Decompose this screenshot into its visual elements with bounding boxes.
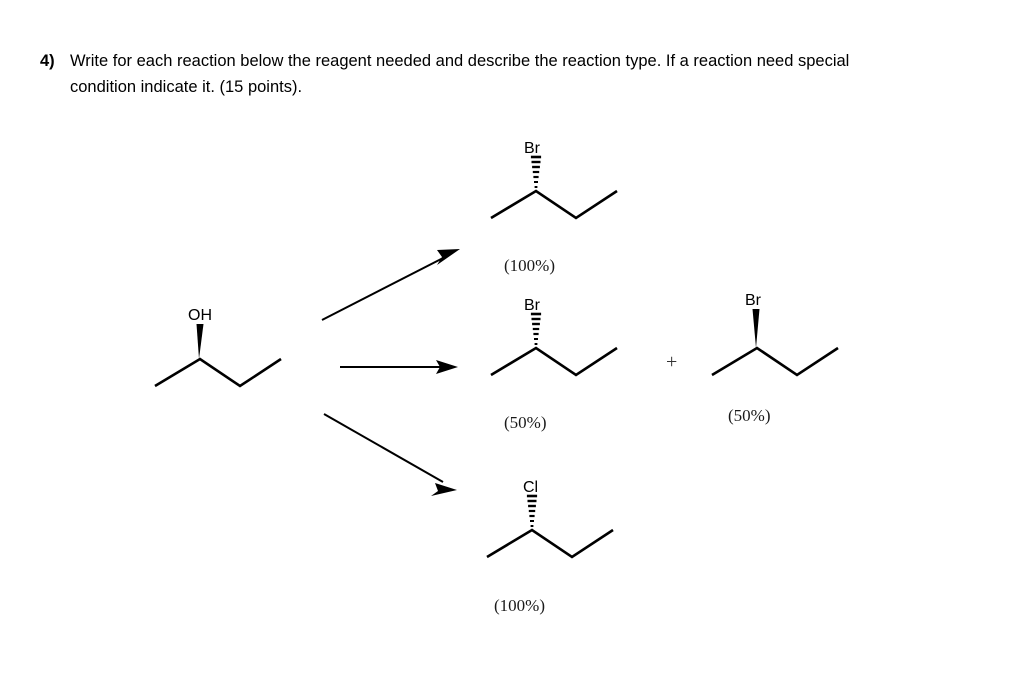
question-number: 4) (40, 52, 55, 70)
reaction-arrow-bottom (323, 413, 457, 496)
reaction-arrow-top-head (437, 249, 460, 265)
reactant-bold-wedge (196, 324, 204, 359)
product-1-carbon-skeleton (490, 189, 618, 220)
product-bromobutane-retained-b: Br (50%) (711, 292, 839, 425)
reaction-arrow-middle (340, 360, 458, 374)
plus-sign: + (666, 351, 677, 373)
reaction-arrow-bottom-head (431, 483, 457, 496)
reactant-carbon-skeleton (154, 357, 282, 388)
product-bromobutane-inverted: Br (100%) (490, 140, 618, 275)
product-3-atom-label: Br (745, 292, 762, 309)
reaction-arrow-top-line (321, 255, 448, 321)
product-1-atom-label: Br (524, 140, 541, 157)
product-4-yield-label: (100%) (494, 596, 545, 615)
product-bromobutane-retained-a: Br (50%) (490, 297, 618, 432)
product-2-atom-label: Br (524, 297, 541, 314)
product-3-carbon-skeleton (711, 346, 839, 377)
product-2-yield-label: (50%) (504, 413, 546, 432)
product-chlorobutane: Cl (100%) (486, 479, 614, 615)
product-2-hashed-wedge (530, 312, 542, 345)
product-3-yield-label: (50%) (728, 406, 770, 425)
reaction-arrow-bottom-line (323, 413, 444, 483)
product-3-bold-wedge (752, 309, 760, 348)
product-2-carbon-skeleton (490, 346, 618, 377)
product-1-hashed-wedge (530, 155, 542, 188)
product-4-carbon-skeleton (486, 528, 614, 559)
reactant-2-butanol: OH (154, 307, 282, 388)
product-1-yield-label: (100%) (504, 256, 555, 275)
reaction-arrow-top (321, 249, 460, 321)
product-4-hashed-wedge (526, 494, 538, 527)
reactant-atom-label: OH (188, 307, 212, 324)
question-block: 4) Write for each reaction below the rea… (40, 48, 940, 100)
reaction-arrow-middle-head (436, 360, 458, 374)
question-text: Write for each reaction below the reagen… (70, 52, 850, 96)
product-4-atom-label: Cl (523, 479, 538, 496)
